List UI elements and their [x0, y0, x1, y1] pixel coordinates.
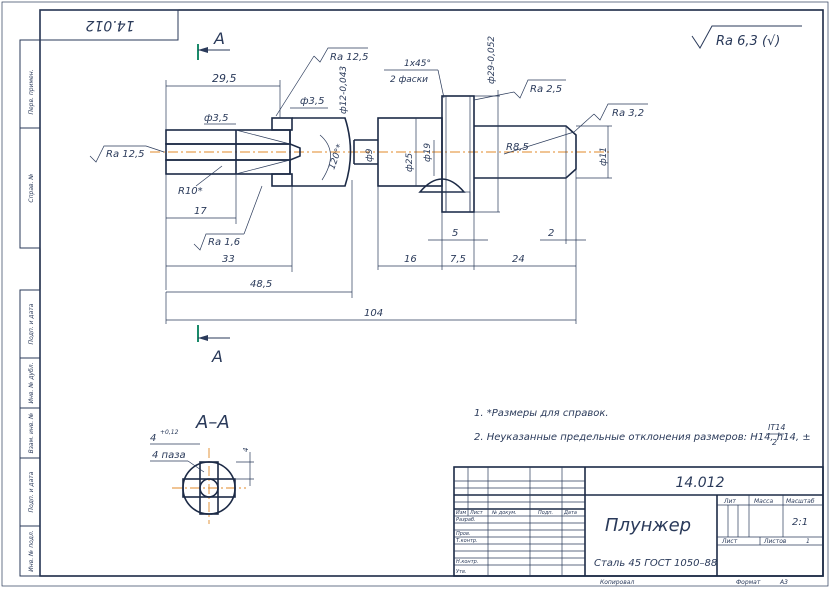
technical-notes: 1. *Размеры для справок. 2. Неуказанные … — [474, 408, 811, 447]
right-part-dimensions: 1x45° 2 фаски ф29-0,052 ф9 ф25 ф19 ф11 R… — [365, 36, 612, 270]
general-roughness-mark: Ra 6,3 (√) — [691, 25, 802, 49]
left-part-section — [150, 117, 360, 187]
ra-1-6: Ra 1,6 — [208, 237, 240, 248]
tb-sheets-value: 1 — [806, 538, 810, 545]
dim-2: 2 — [548, 228, 554, 239]
tb-col-lit: Лит — [723, 498, 736, 505]
tb-doc-code: 14.012 — [676, 475, 725, 491]
dim-7-5: 7,5 — [450, 254, 466, 265]
dim-d3-5-a: ф3,5 — [204, 113, 228, 124]
slot-tolerance: +0,12 — [160, 429, 179, 436]
dim-24: 24 — [512, 254, 525, 265]
tb-row-sign: Подп. — [538, 510, 553, 516]
strip-label-6: Подп. и дата — [28, 471, 35, 512]
strip-label-7: Инв. № подл. — [28, 530, 35, 571]
dim-r8-5: R8,5 — [506, 142, 529, 153]
note-1: 1. *Размеры для справок. — [474, 408, 609, 419]
section-marker-bottom: A — [197, 325, 230, 366]
tb-scale-value: 2:1 — [792, 517, 808, 528]
dim-chamfer-note: 2 фаски — [390, 75, 428, 85]
dim-104: 104 — [364, 308, 383, 319]
tb-role-dev: Разраб. — [456, 517, 476, 523]
roughness-marks-left: Ra 12,5 Ra 12,5 Ra 1,6 — [89, 47, 369, 251]
dim-chamfer: 1x45° — [404, 59, 431, 69]
dim-29-5: 29,5 — [212, 72, 237, 85]
roughness-marks-right: Ra 2,5 Ra 3,2 — [473, 79, 648, 133]
strip-label-4: Инв. № дубл. — [28, 362, 35, 403]
tb-row-izm: Изм — [456, 510, 466, 516]
tb-sheets-label: Листов — [763, 538, 787, 545]
dim-33: 33 — [222, 254, 235, 265]
tb-role-approve: Утв. — [456, 569, 467, 575]
tb-col-mass: Масса — [754, 498, 773, 505]
slot-count: 4 паза — [152, 450, 186, 461]
ra-12-5-left: Ra 12,5 — [106, 149, 145, 160]
left-part-dimensions: 29,5 ф3,5 ф3,5 ф12-0,043 120°* R10* 17 3… — [165, 66, 577, 324]
tb-sheet-label: Лист — [721, 538, 738, 545]
ra-3-2: Ra 3,2 — [612, 108, 644, 119]
strip-label-5: Взам. инв. № — [28, 413, 35, 454]
ra-2-5: Ra 2,5 — [530, 84, 562, 95]
tb-copied: Копировал — [600, 579, 634, 586]
right-part-view — [353, 95, 610, 213]
tb-row-date: Дата — [563, 510, 577, 516]
section-label-bottom: A — [211, 347, 223, 366]
dim-d11: ф11 — [599, 147, 609, 166]
note-2: 2. Неуказанные предельные отклонения раз… — [474, 432, 811, 443]
tb-row-list: Лист — [469, 510, 484, 516]
ra-12-5-top: Ra 12,5 — [330, 52, 369, 63]
title-block: Изм Лист № докум. Подп. Дата Разраб. Про… — [453, 466, 824, 586]
note-fraction-den: 2 — [772, 438, 777, 447]
dim-d29: ф29-0,052 — [487, 36, 497, 84]
dim-5: 5 — [452, 228, 458, 239]
left-side-strip: Перв. примен. Справ. № Подп. и дата Инв.… — [19, 39, 41, 577]
dim-r10: R10* — [178, 186, 203, 197]
general-roughness-text: Ra 6,3 (√) — [716, 34, 780, 49]
tb-format-label: Формат — [736, 579, 761, 586]
dim-d19: ф19 — [423, 143, 433, 162]
tb-row-doc: № докум. — [491, 510, 517, 516]
section-a-a: А–А 4 +0,12 4 паза 4 — [150, 412, 254, 524]
tb-part-name: Плунжер — [605, 515, 691, 536]
tb-role-ncontrol: Н.контр. — [456, 559, 478, 565]
inner-frame — [39, 9, 824, 577]
tb-material: Сталь 45 ГОСТ 1050–88 — [594, 558, 717, 569]
strip-label-2: Справ. № — [28, 173, 35, 202]
strip-label-3: Подп. и дата — [28, 303, 35, 344]
section-label-top: A — [213, 29, 225, 48]
dim-17: 17 — [194, 206, 207, 217]
doc-number-rotated: 14.012 — [85, 17, 134, 33]
section-title: А–А — [195, 412, 230, 433]
dim-d25: ф25 — [405, 153, 415, 172]
dim-d9: ф9 — [365, 148, 375, 162]
note-fraction-num: IT14 — [768, 423, 785, 432]
dim-d3-5-b: ф3,5 — [300, 96, 324, 107]
tb-format-value: А3 — [779, 579, 788, 586]
dim-48-5: 48,5 — [250, 279, 272, 290]
strip-label-1: Перв. примен. — [28, 69, 35, 114]
rotated-doc-number: 14.012 — [39, 9, 179, 41]
tb-role-tcontrol: Т.контр. — [456, 538, 478, 544]
section-marker-top: A — [197, 29, 230, 60]
dim-d12: ф12-0,043 — [339, 66, 349, 114]
dim-16: 16 — [404, 254, 417, 265]
slot-width: 4 — [150, 433, 156, 444]
tb-col-scale: Масштаб — [786, 498, 815, 505]
tb-role-check: Пров. — [456, 531, 471, 537]
slot-depth: 4 — [242, 448, 250, 452]
